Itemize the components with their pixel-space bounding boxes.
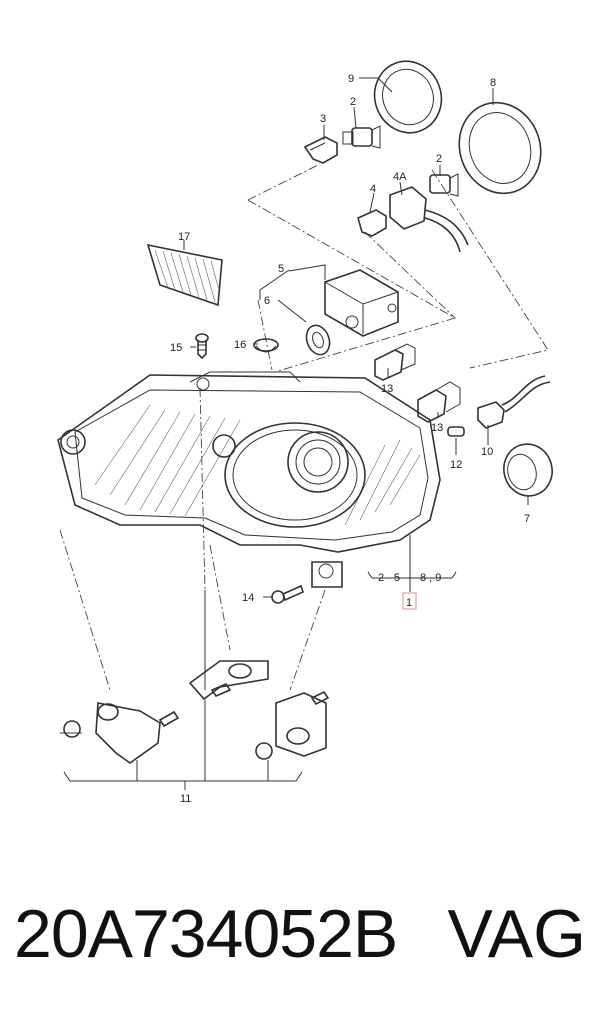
callout-11: 11 <box>180 793 191 805</box>
leader-lines <box>63 77 529 790</box>
part-13-bulb-upper <box>374 343 416 381</box>
callout-13-lower: 13 <box>431 422 443 434</box>
part-8-seal-ring <box>458 101 542 195</box>
part-1-highlight-box <box>402 592 417 610</box>
callout-5: 5 <box>278 263 284 275</box>
part-17-cover-plate <box>146 243 223 307</box>
callout-12: 12 <box>450 459 462 471</box>
callout-8: 8 <box>490 77 496 89</box>
callout-10: 10 <box>481 446 493 458</box>
part-2-bulb-upper <box>342 125 381 149</box>
callout-2-upper: 2 <box>350 96 356 108</box>
callout-6: 6 <box>264 295 270 307</box>
part-12-small-bulb <box>447 426 465 437</box>
part-15-screw <box>195 333 209 360</box>
exploded-parts-diagram: 17 9 8 2 3 2 4A 4 5 6 16 15 13 13 12 10 … <box>57 60 553 805</box>
callout-4A: 4A <box>393 171 407 183</box>
callout-3: 3 <box>320 113 326 125</box>
callout-4: 4 <box>370 183 376 195</box>
callout-9: 9 <box>348 73 354 85</box>
part-14-screw <box>271 584 304 604</box>
callout-7: 7 <box>524 513 530 525</box>
part-number: 20A734052B <box>14 896 398 972</box>
callout-16: 16 <box>234 339 246 351</box>
part-9-seal-ring <box>373 60 443 134</box>
callout-labels: 17 9 8 2 3 2 4A 4 5 6 16 15 13 13 12 10 … <box>170 73 530 805</box>
part-2-bulb-lower <box>429 173 459 197</box>
callout-15: 15 <box>170 342 182 354</box>
part-10-socket <box>477 375 551 429</box>
part-1-headlight-housing <box>57 371 441 588</box>
callout-17: 17 <box>178 231 190 243</box>
part-5-igniter <box>324 269 399 337</box>
part-13-bulb-lower <box>417 381 461 423</box>
part-7-cap <box>503 443 553 497</box>
callout-range-right: 8 , 9 <box>420 572 441 584</box>
part-4-holder <box>357 209 387 237</box>
part-6-ring <box>305 324 331 356</box>
part-11-bracket-right <box>255 690 330 760</box>
part-16-cap <box>253 338 279 353</box>
part-3-bulb-holder <box>303 136 338 164</box>
part-4A-socket-wiring <box>389 186 469 253</box>
part-11-bracket-left <box>60 702 180 764</box>
callout-2-lower: 2 <box>436 153 442 165</box>
callout-range-left: 2 - 5 <box>378 572 400 584</box>
callout-1: 1 <box>406 597 412 609</box>
callout-14: 14 <box>242 592 254 604</box>
callout-13-upper: 13 <box>381 383 393 395</box>
dash-dot-guides <box>59 164 549 691</box>
part-11-bracket-center <box>188 660 269 701</box>
brand-name: VAG <box>447 896 586 972</box>
